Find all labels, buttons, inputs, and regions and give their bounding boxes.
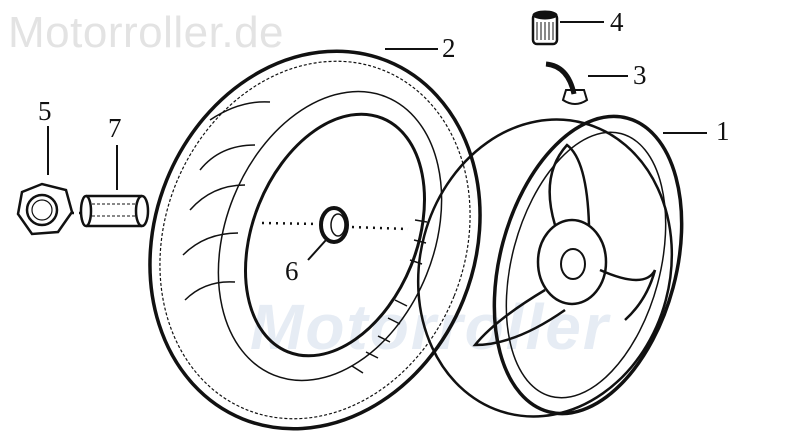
callout-1: 1 bbox=[716, 116, 730, 146]
nut-drawing bbox=[16, 182, 74, 236]
callout-3: 3 bbox=[633, 60, 647, 90]
background-logo: Motorroller bbox=[250, 291, 610, 363]
leader-lines bbox=[47, 21, 707, 261]
callout-4: 4 bbox=[610, 7, 624, 37]
spacer-drawing bbox=[79, 194, 150, 228]
callout-6: 6 bbox=[285, 256, 299, 286]
bearing-drawing bbox=[319, 206, 349, 244]
valve-drawing bbox=[531, 10, 589, 105]
callout-7: 7 bbox=[108, 113, 122, 143]
callout-2: 2 bbox=[442, 33, 456, 63]
axle-line bbox=[72, 211, 409, 231]
callout-5: 5 bbox=[38, 96, 52, 126]
rim-drawing bbox=[416, 114, 684, 418]
site-watermark: Motorroller.de bbox=[8, 8, 285, 57]
tire-drawing bbox=[148, 49, 482, 431]
